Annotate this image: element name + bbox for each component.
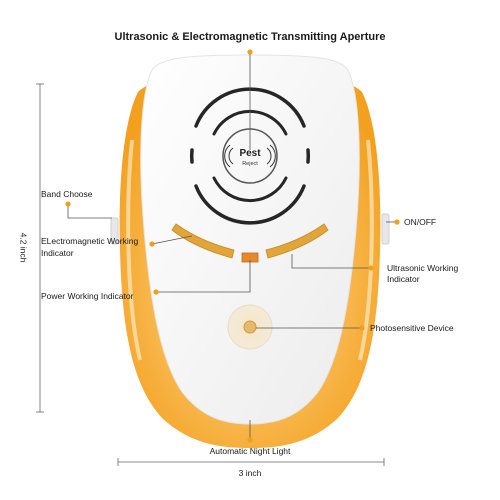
em-indicator-label-1: ELectromagnetic Working <box>41 236 139 246</box>
device-body <box>140 54 360 425</box>
on-off-switch[interactable] <box>381 213 390 245</box>
pest-reject-logo: Pest Reject <box>224 144 276 168</box>
leader-lines <box>67 52 395 440</box>
ultrasonic-indicator-light <box>265 223 329 259</box>
logo-line-1: Pest <box>239 148 261 159</box>
shell-highlight-right <box>358 139 374 361</box>
em-indicator-light <box>171 223 235 259</box>
shell-highlight-left <box>126 139 142 361</box>
photosensitive-label: Photosensitive Device <box>370 323 454 333</box>
night-light-label: Automatic Night Light <box>209 446 291 456</box>
aperture-title: Ultrasonic & Electromagnetic Transmittin… <box>114 31 386 43</box>
height-dimension-label: 4.2 inch <box>18 232 29 263</box>
width-dimension-line <box>117 458 385 466</box>
photosensitive-sensor-dot <box>243 320 257 334</box>
ultrasonic-indicator-label-1: Ultrasonic Working <box>387 263 459 273</box>
leader-dots <box>65 49 400 443</box>
power-indicator-label: Power Working Indicator <box>41 291 134 301</box>
height-dimension-line <box>36 83 44 413</box>
on-off-label: ON/OFF <box>404 217 437 227</box>
ultrasonic-indicator-label-2: Indicator <box>387 274 420 284</box>
em-indicator-label-2: Indicator <box>41 248 74 258</box>
band-choose-label: Band Choose <box>41 189 93 199</box>
logo-line-2: Reject <box>242 161 258 167</box>
width-dimension-label: 3 inch <box>238 468 262 478</box>
band-choose-switch[interactable] <box>110 217 119 245</box>
